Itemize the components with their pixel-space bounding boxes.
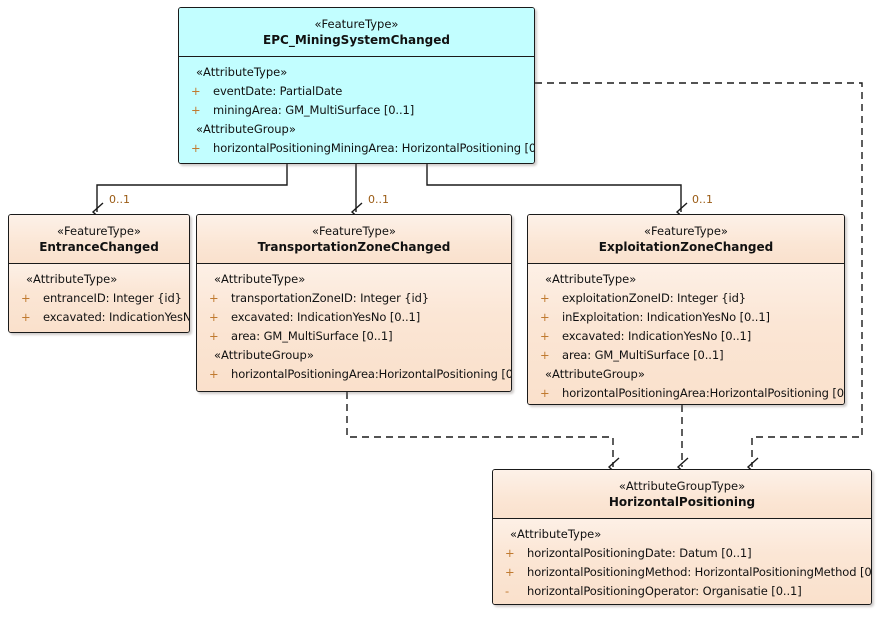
attribute-row: + miningArea: GM_MultiSurface [0..1] <box>179 101 534 120</box>
attribute-label: inExploitation: IndicationYesNo [0..1] <box>562 310 770 324</box>
class-stereotype: «FeatureType» <box>57 224 141 238</box>
visibility-marker: + <box>21 291 31 305</box>
visibility-marker: + <box>209 310 219 324</box>
attribute-row: + horizontalPositioningDate: Datum [0..1… <box>493 544 871 563</box>
class-box-entrancechanged[interactable]: «FeatureType» EntranceChanged «Attribute… <box>8 214 190 333</box>
class-body: «AttributeType» + entranceID: Integer {i… <box>9 264 189 332</box>
attribute-group-label: «AttributeType» <box>510 527 602 541</box>
attribute-group-label: «AttributeType» <box>26 272 118 286</box>
attribute-label: excavated: IndicationYesNo <box>43 310 190 324</box>
attribute-label: horizontalPositioningArea:HorizontalPosi… <box>562 386 845 400</box>
class-box-transportationzonechanged[interactable]: «FeatureType» TransportationZoneChanged … <box>196 214 512 392</box>
class-box-exploitationzonechanged[interactable]: «FeatureType» ExploitationZoneChanged «A… <box>527 214 845 405</box>
connector-epc-exploitation <box>426 163 681 212</box>
visibility-marker: - <box>505 584 510 598</box>
attribute-group-label: «AttributeType» <box>196 65 288 79</box>
class-stereotype: «FeatureType» <box>314 17 399 31</box>
attribute-label: entranceID: Integer {id} <box>43 291 182 305</box>
attribute-row: + area: GM_MultiSurface [0..1] <box>197 327 511 346</box>
attribute-group-label: «AttributeGroup» <box>545 367 645 381</box>
connector-transport-horizpos <box>346 392 613 467</box>
attribute-label: excavated: IndicationYesNo [0..1] <box>231 310 421 324</box>
visibility-marker: + <box>21 310 31 324</box>
attribute-label: horizontalPositioningMiningArea: Horizon… <box>213 141 535 155</box>
class-name: EntranceChanged <box>39 240 159 254</box>
attribute-group-label: «AttributeGroup» <box>214 348 314 362</box>
class-stereotype: «FeatureType» <box>644 224 728 238</box>
multiplicity-epc-exploitation: 0..1 <box>692 193 713 206</box>
visibility-marker: + <box>209 291 219 305</box>
class-header: «AttributeGroupType» HorizontalPositioni… <box>493 470 871 519</box>
visibility-marker: + <box>540 291 550 305</box>
class-box-epc-miningsystemchanged[interactable]: «FeatureType» EPC_MiningSystemChanged «A… <box>178 7 535 164</box>
attribute-label: horizontalPositioningMethod: HorizontalP… <box>527 565 872 579</box>
attribute-label: horizontalPositioningArea:HorizontalPosi… <box>231 367 512 381</box>
class-body: «AttributeType» + eventDate: PartialDate… <box>179 57 534 163</box>
attribute-row: + entranceID: Integer {id} <box>9 289 189 308</box>
class-header: «FeatureType» EntranceChanged <box>9 215 189 264</box>
class-body: «AttributeType» + horizontalPositioningD… <box>493 519 871 604</box>
class-stereotype: «AttributeGroupType» <box>618 479 746 493</box>
attribute-label: exploitationZoneID: Integer {id} <box>562 291 746 305</box>
attribute-row: + excavated: IndicationYesNo <box>9 308 189 327</box>
attribute-group-label: «AttributeType» <box>545 272 637 286</box>
attribute-group-label: «AttributeGroup» <box>196 122 296 136</box>
visibility-marker: + <box>505 546 515 560</box>
visibility-marker: + <box>191 141 201 155</box>
class-header: «FeatureType» TransportationZoneChanged <box>197 215 511 264</box>
class-name: HorizontalPositioning <box>608 495 756 509</box>
visibility-marker: + <box>209 329 219 343</box>
attribute-row: + inExploitation: IndicationYesNo [0..1] <box>528 308 844 327</box>
class-header: «FeatureType» ExploitationZoneChanged <box>528 215 844 264</box>
attribute-row: + horizontalPositioningMiningArea: Horiz… <box>179 139 534 158</box>
visibility-marker: + <box>540 310 550 324</box>
attribute-row: + excavated: IndicationYesNo [0..1] <box>528 327 844 346</box>
visibility-marker: + <box>540 348 550 362</box>
connector-epc-horizpos <box>535 82 863 467</box>
attribute-row: + horizontalPositioningArea:HorizontalPo… <box>528 384 844 403</box>
visibility-marker: + <box>209 367 219 381</box>
multiplicity-epc-transport: 0..1 <box>368 193 389 206</box>
class-stereotype: «FeatureType» <box>312 224 396 238</box>
multiplicity-epc-entrance: 0..1 <box>109 193 130 206</box>
attribute-row: + horizontalPositioningArea:HorizontalPo… <box>197 365 511 384</box>
visibility-marker: + <box>505 565 515 579</box>
class-box-horizontalpositioning[interactable]: «AttributeGroupType» HorizontalPositioni… <box>492 469 872 605</box>
attribute-label: transportationZoneID: Integer {id} <box>231 291 430 305</box>
attribute-label: eventDate: PartialDate <box>213 84 343 98</box>
visibility-marker: + <box>191 84 201 98</box>
class-body: «AttributeType» + transportationZoneID: … <box>197 264 511 391</box>
attribute-row: - horizontalPositioningOperator: Organis… <box>493 582 871 601</box>
class-name: EPC_MiningSystemChanged <box>263 33 450 47</box>
visibility-marker: + <box>540 329 550 343</box>
attribute-row: + area: GM_MultiSurface [0..1] <box>528 346 844 365</box>
attribute-row: + exploitationZoneID: Integer {id} <box>528 289 844 308</box>
visibility-marker: + <box>540 386 550 400</box>
attribute-label: horizontalPositioningOperator: Organisat… <box>527 584 802 598</box>
class-name: ExploitationZoneChanged <box>598 240 774 254</box>
attribute-label: horizontalPositioningDate: Datum [0..1] <box>527 546 752 560</box>
attribute-label: area: GM_MultiSurface [0..1] <box>231 329 393 343</box>
attribute-group-label: «AttributeType» <box>214 272 306 286</box>
class-header: «FeatureType» EPC_MiningSystemChanged <box>179 8 534 57</box>
connector-epc-entrance <box>97 163 288 212</box>
attribute-label: miningArea: GM_MultiSurface [0..1] <box>213 103 415 117</box>
class-body: «AttributeType» + exploitationZoneID: In… <box>528 264 844 404</box>
attribute-row: + excavated: IndicationYesNo [0..1] <box>197 308 511 327</box>
attribute-row: + transportationZoneID: Integer {id} <box>197 289 511 308</box>
visibility-marker: + <box>191 103 201 117</box>
attribute-label: excavated: IndicationYesNo [0..1] <box>562 329 752 343</box>
attribute-label: area: GM_MultiSurface [0..1] <box>562 348 724 362</box>
attribute-row: + eventDate: PartialDate <box>179 82 534 101</box>
attribute-row: + horizontalPositioningMethod: Horizonta… <box>493 563 871 582</box>
class-name: TransportationZoneChanged <box>257 240 451 254</box>
